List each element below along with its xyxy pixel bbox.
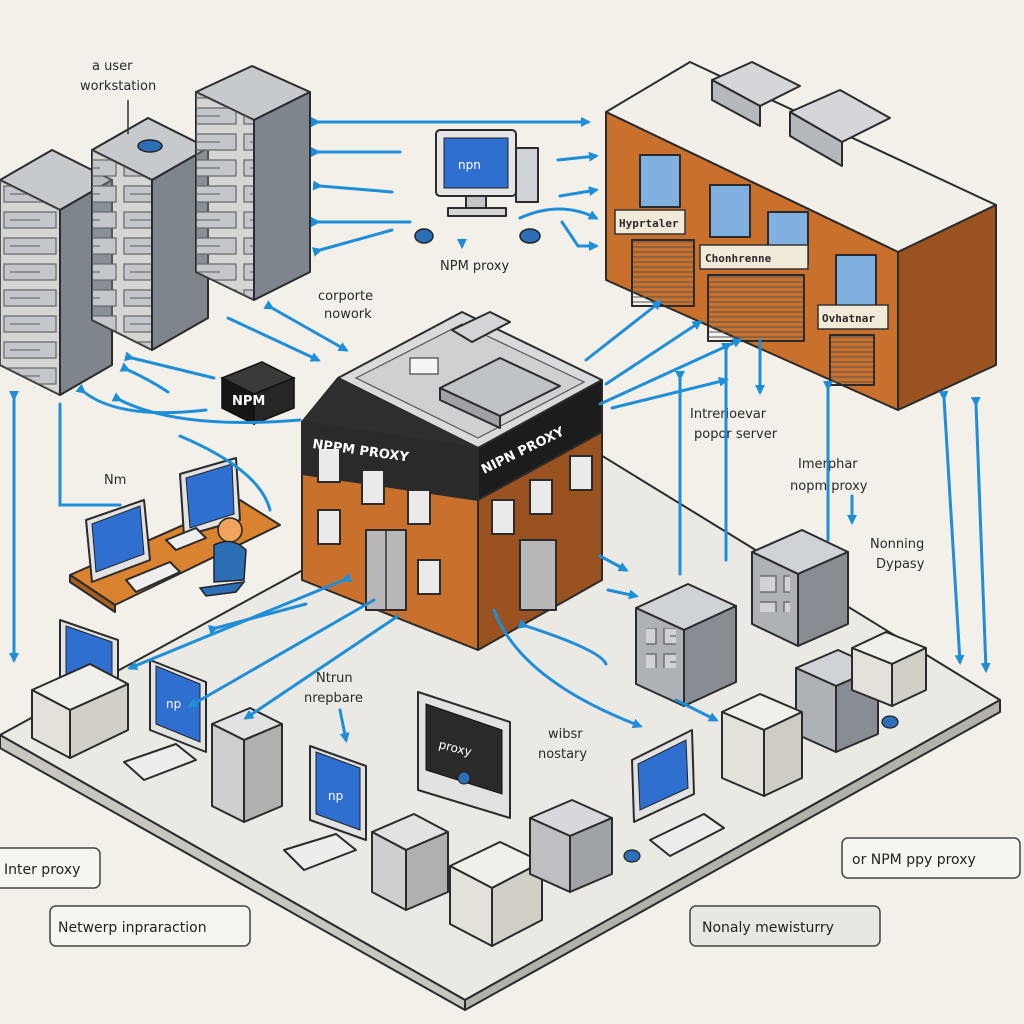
corner-box-right-bottom-text: Nonaly mewisturry [702,920,834,936]
floor-monitor-np-b-text: np [328,789,343,803]
ntrun-repo-line1: Ntrun [316,671,353,686]
server-rack-2 [91,117,209,351]
nonning-proxy-label: Nonning Dypasy [870,537,925,572]
corner-box-right-bottom: Nonaly mewisturry [689,905,881,947]
corner-box-right-mid: or NPM ppy proxy [841,837,1021,879]
wiser-repo-label: wibsr nostary [538,727,587,762]
flow-arrows [9,117,991,743]
floor-monitor-np-a-text: np [166,697,181,711]
printer-stack [31,663,129,759]
building-top-sign-3: Ovhatnar [822,312,875,325]
wiser-repo-line2: nostary [538,747,587,762]
building-top-right: Hyprtaler Chonhrenne Ovhatnar [605,61,997,411]
corporate-network-label: corporte nowork [318,289,373,322]
building-top-sign-2: Chonhrenne [705,252,772,265]
ntrun-repo-line2: nrepbare [304,691,363,706]
corner-box-left-mid-text: Inter proxy [4,862,80,878]
interior-proxy-line1: Intrerioevar [690,407,767,422]
floor-monitor-right [631,729,725,857]
server-tower-d [721,693,803,797]
npm-box: NPM [220,361,296,426]
center-monitor-proxy: proxy [417,691,511,819]
corner-box-left-mid: Inter proxy [0,847,101,889]
corner-box-left-bottom-text: Netwerp inpraraction [58,920,207,936]
nonning-proxy-line2: Dypasy [876,557,925,572]
corporate-network-line2: nowork [324,307,372,322]
server-tower-b [751,529,849,647]
npm-box-text: NPM [232,394,265,409]
wiser-repo-line1: wibsr [548,727,583,742]
user-workstation-line2: workstation [80,79,156,94]
top-monitor-screen-text: npn [458,158,481,172]
mouse-floor-right-icon [881,715,899,729]
building-main: NPPM PROXY NIPN PROXY [301,311,603,651]
box-right [851,631,927,707]
pc-tower-b [371,813,449,911]
ntrun-repo-label: Ntrun nrepbare [304,671,363,706]
interior-proxy-line2: popor server [694,427,778,442]
server-tower-a [635,583,737,707]
user-avatar [217,517,243,543]
floor-monitor-np-b: np [283,745,367,871]
interior-proxy-server-label: Intrerioevar popor server [690,407,778,442]
floor-monitor-np-a: np [123,659,207,781]
corner-box-left-bottom: Netwerp inpraraction [49,905,251,947]
mouse-left-icon [414,228,434,244]
box-center [449,841,543,947]
floor-platform [0,429,1001,1011]
top-monitor: npn [435,129,539,217]
nm-label: Nm [104,473,126,488]
workstation-desk [69,457,281,613]
mouse-floor-icon [623,849,641,863]
building-top-sign-1: Hyprtaler [619,217,679,230]
nonning-proxy-line1: Nonning [870,537,924,552]
pc-tower-a [211,707,283,823]
npm-proxy-top-label: NPM proxy [440,259,509,274]
mouse-right-icon [519,228,541,244]
pc-tower-c [529,799,613,893]
user-workstation-line1: a user [92,59,133,74]
server-rack-3 [195,65,311,301]
corporate-network-line1: corporte [318,289,373,304]
corner-box-right-mid-text: or NPM ppy proxy [852,852,976,868]
user-workstation-label: a user workstation [80,59,156,134]
